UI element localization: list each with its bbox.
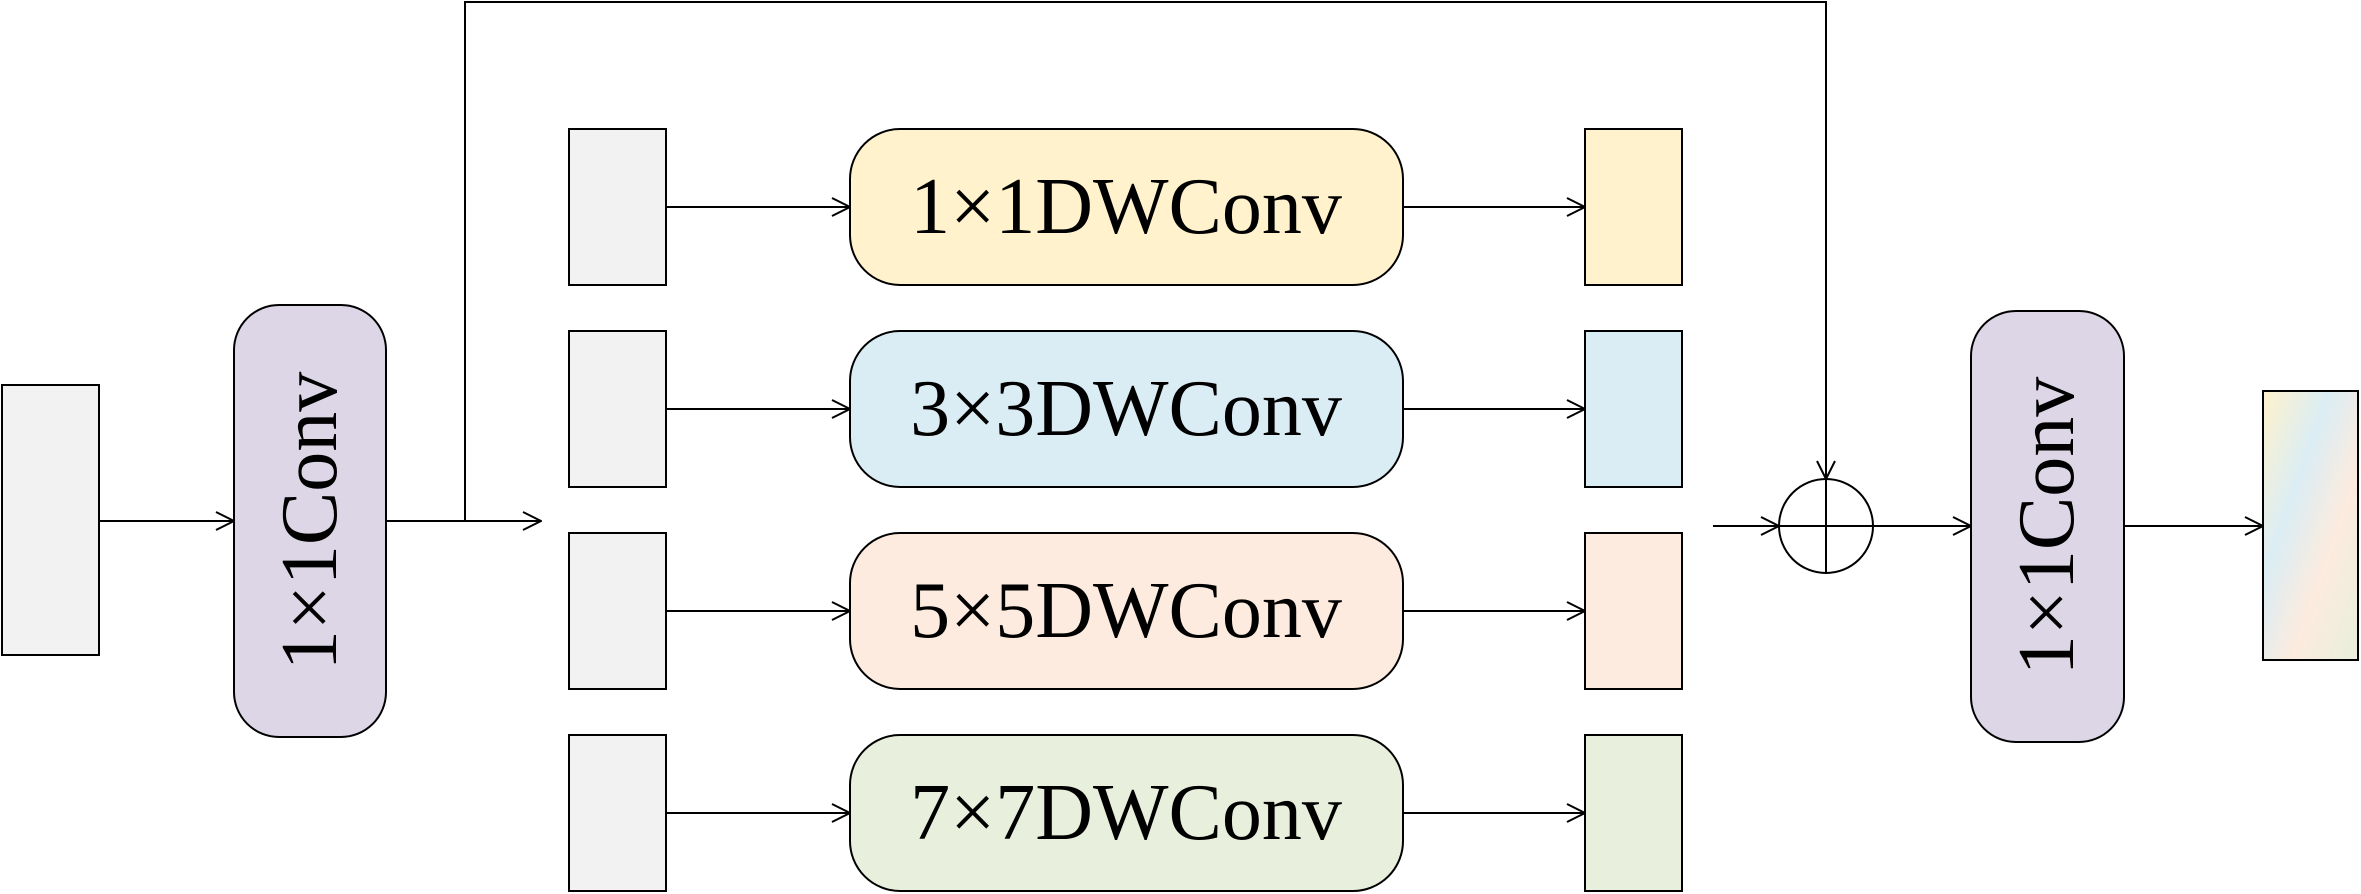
split-feature-map-1 xyxy=(568,128,667,286)
branch-row-2: 3×3DWConv xyxy=(568,330,1683,488)
split-feature-map-2 xyxy=(568,330,667,488)
add-icon xyxy=(1778,478,1874,574)
dwconv-label-3: 5×5DWConv xyxy=(910,567,1342,655)
branch-output-map-2 xyxy=(1584,330,1683,488)
dwconv-label-4: 7×7DWConv xyxy=(910,769,1342,857)
input-conv-label: 1×1Conv xyxy=(266,372,354,670)
split-feature-map-4 xyxy=(568,734,667,892)
branch-output-map-4 xyxy=(1584,734,1683,892)
output-conv-label: 1×1Conv xyxy=(2003,377,2091,675)
branch-row-4: 7×7DWConv xyxy=(568,734,1683,892)
branch-output-map-1 xyxy=(1584,128,1683,286)
split-feature-map-3 xyxy=(568,532,667,690)
branch-output-map-3 xyxy=(1584,532,1683,690)
branch-row-1: 1×1DWConv xyxy=(568,128,1683,286)
dwconv-label-1: 1×1DWConv xyxy=(910,163,1342,251)
dwconv-label-2: 3×3DWConv xyxy=(910,365,1342,453)
output-feature-map xyxy=(2262,390,2359,661)
branch-row-3: 5×5DWConv xyxy=(568,532,1683,690)
input-feature-map xyxy=(1,384,100,656)
residual-skip-line xyxy=(464,1,1826,521)
